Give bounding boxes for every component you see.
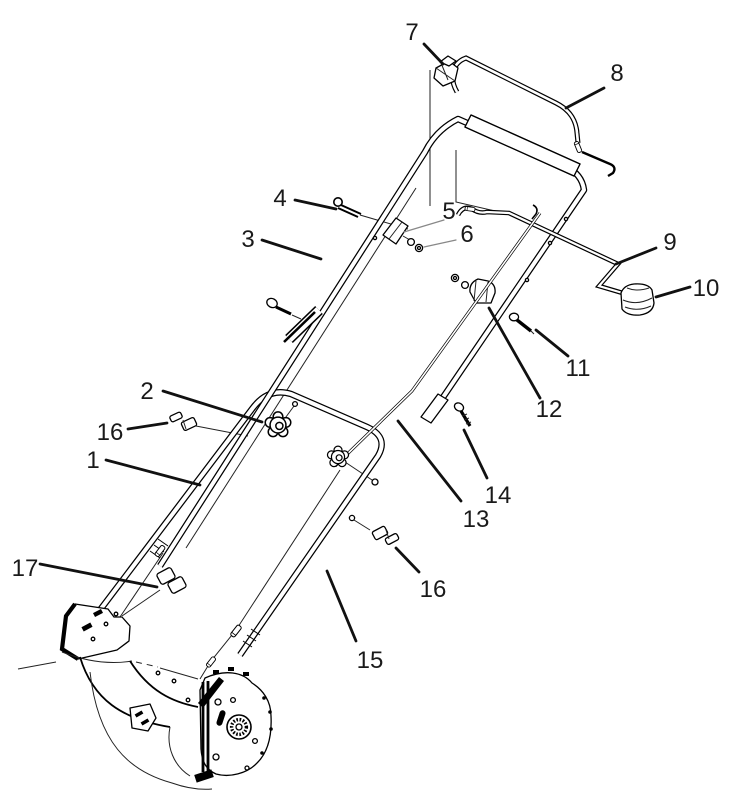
- star-knob-2: [326, 445, 350, 468]
- callout-3: 3: [241, 226, 254, 253]
- hex-nuts: [406, 237, 424, 253]
- shift-knob: [620, 283, 655, 316]
- upper-handle: [149, 115, 588, 568]
- lower-rod: [333, 212, 542, 468]
- leader-lines: [38, 42, 692, 643]
- leader-16-left: [126, 421, 169, 431]
- callout-13: 13: [463, 506, 490, 533]
- callout-11: 11: [566, 355, 591, 382]
- tube-end-knurl: [242, 628, 261, 648]
- bolt-head: [371, 478, 379, 486]
- cable-fitting-right: [371, 525, 400, 545]
- hairpin-cotter: [332, 197, 362, 218]
- cable-hook: [531, 204, 538, 220]
- clamp-washers: [450, 273, 470, 290]
- leader-17: [38, 562, 159, 589]
- elbow-bolt: [121, 544, 187, 617]
- leader-8: [564, 86, 606, 110]
- callout-17: 17: [12, 555, 39, 582]
- leader-1: [104, 458, 202, 487]
- shift-rod: [455, 204, 627, 297]
- handle-grip: [464, 114, 581, 177]
- bail-end-rod: [581, 150, 616, 178]
- leader-16-right: [394, 546, 421, 574]
- callout-7: 7: [405, 19, 418, 46]
- callout-2: 2: [140, 378, 153, 405]
- leader-7: [422, 42, 445, 66]
- handle-sleeve: [283, 306, 323, 343]
- wire-clip: [433, 55, 459, 87]
- leader-11: [534, 328, 570, 358]
- mount-bracket: [59, 602, 131, 661]
- callout-9: 9: [663, 229, 676, 256]
- leader-10: [654, 285, 692, 299]
- tine-shield: [61, 651, 213, 790]
- leader-4: [293, 198, 338, 211]
- callout-16-left: 16: [97, 419, 124, 446]
- callout-10: 10: [693, 275, 720, 302]
- leader-15: [325, 569, 358, 643]
- callout-15: 15: [357, 647, 384, 674]
- cable-adjusters: [205, 623, 243, 669]
- cable-fitting-left: [169, 411, 198, 432]
- clamp-bolt: [508, 312, 535, 335]
- bolt-hole: [291, 400, 299, 408]
- callout-labels: 7 8 4 3 5 6 9 10 11 12 2 16 1 14 13 16 1…: [12, 19, 720, 674]
- tube-stub: [420, 393, 449, 424]
- callout-1: 1: [86, 447, 99, 474]
- callout-16-right: 16: [420, 576, 447, 603]
- callout-6: 6: [460, 221, 473, 248]
- leader-13: [396, 419, 463, 503]
- cable-clamp: [382, 217, 411, 245]
- leader-9: [614, 246, 658, 266]
- leader-2: [161, 389, 264, 424]
- lower-handle: [97, 389, 385, 657]
- callout-14: 14: [485, 482, 512, 509]
- gear-case: [194, 667, 273, 783]
- carriage-bolt: [266, 297, 302, 320]
- bail-ferrule: [573, 140, 583, 154]
- leader-12: [487, 306, 542, 400]
- callout-4: 4: [273, 185, 286, 212]
- leader-14: [462, 428, 489, 480]
- leader-6: [423, 239, 457, 248]
- leader-5: [403, 219, 445, 233]
- tiller-housing: [59, 602, 273, 790]
- leader-3: [260, 238, 323, 261]
- screw: [453, 402, 472, 427]
- bolt-head: [348, 514, 356, 522]
- callout-8: 8: [610, 60, 623, 87]
- callout-12: 12: [536, 396, 563, 423]
- callout-5: 5: [442, 198, 455, 225]
